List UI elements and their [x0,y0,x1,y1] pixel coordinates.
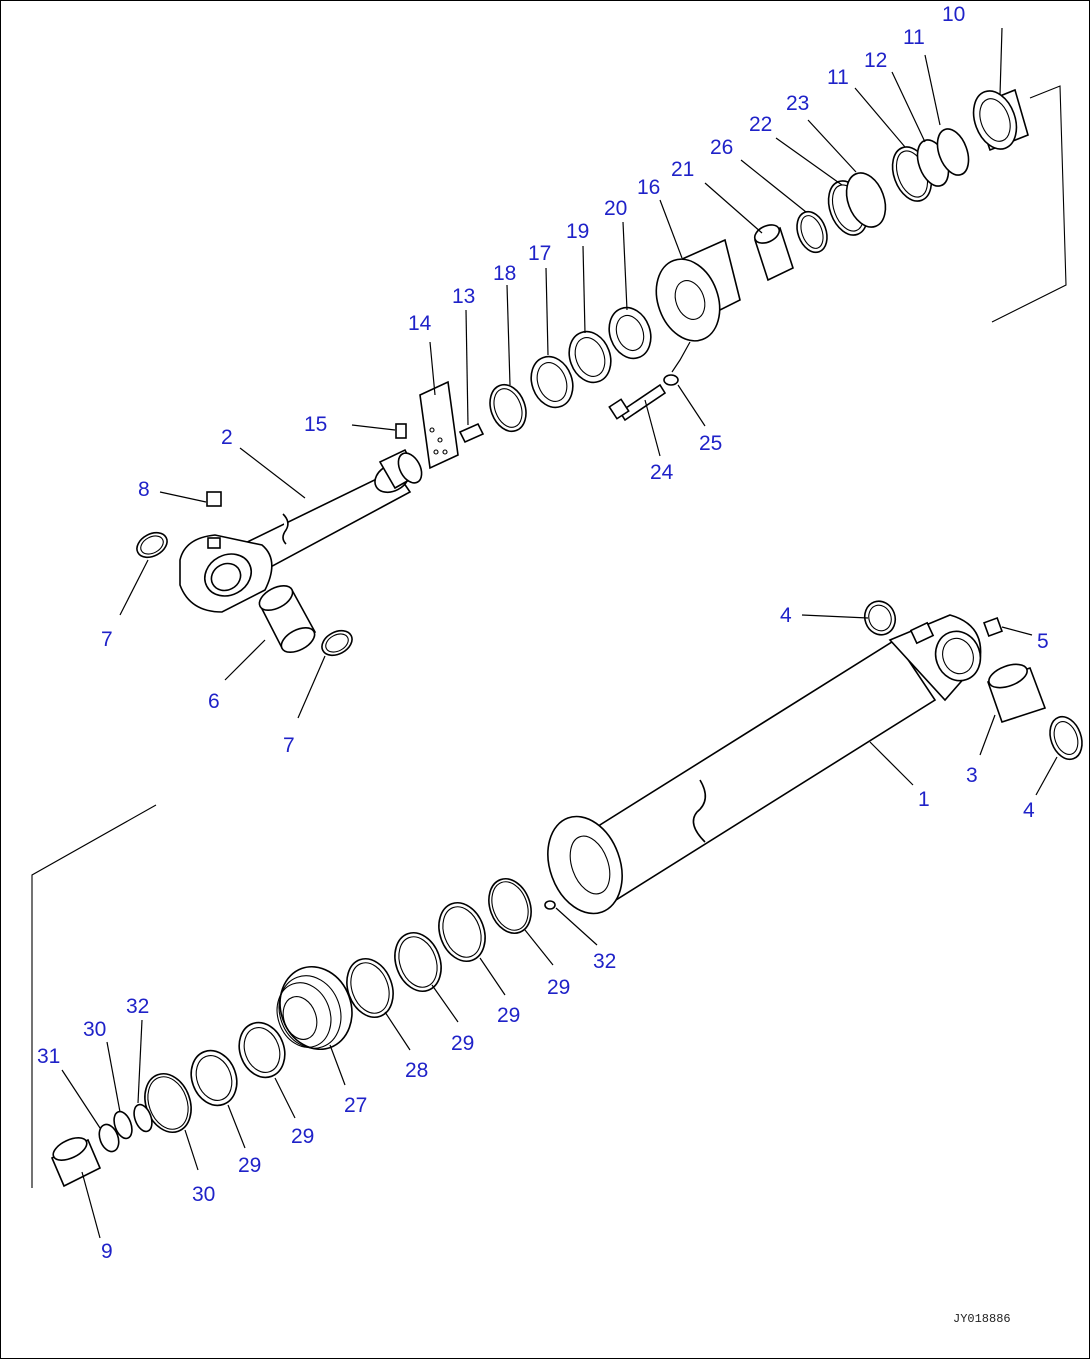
cylinder-tube[interactable] [535,614,987,924]
callout-28: 28 [405,1059,428,1082]
piston-27[interactable] [268,957,363,1060]
group-bracket-upper [991,85,1067,323]
plug-15[interactable] [395,423,407,439]
bushing-rod-end[interactable] [255,581,318,658]
callout-29-d: 29 [238,1154,261,1177]
callout-4-lower: 4 [1023,799,1035,822]
callout-29-a: 29 [497,1004,520,1027]
callout-11-right: 11 [903,26,925,49]
callout-22: 22 [749,113,772,136]
group-bracket-lower [31,804,157,1188]
set-screw-33[interactable] [544,900,556,910]
ring-30-lower[interactable] [137,1067,199,1138]
callout-19: 19 [566,220,589,243]
cylinder-head-16[interactable] [645,238,741,350]
bolt-24[interactable] [608,383,667,422]
callout-7-upper: 7 [101,628,113,651]
callout-6: 6 [208,690,220,713]
callout-29-b: 29 [451,1032,474,1055]
ring-26[interactable] [792,207,833,256]
bushing-19[interactable] [562,326,617,389]
nut-20[interactable] [602,302,657,365]
callout-32-left: 31 [37,1045,60,1068]
callout-31: 30 [83,1018,106,1041]
callout-3: 3 [966,764,978,787]
callout-23: 23 [786,92,809,115]
grease-fitting-5[interactable] [983,617,1003,637]
callout-30-upper: 29 [547,976,570,999]
piston-rod[interactable] [179,448,426,613]
ring-11-right[interactable] [932,125,975,180]
leader-lines [61,27,1058,1239]
ring-29-a[interactable] [431,896,493,967]
callout-26: 26 [710,136,733,159]
callout-20: 20 [604,197,627,220]
callout-7-lower: 7 [283,734,295,757]
callout-4-upper: 4 [780,604,792,627]
seal-ring-4-upper[interactable] [860,597,900,639]
callout-29-c: 29 [291,1125,314,1148]
callout-27: 27 [344,1094,367,1117]
callout-16: 16 [637,176,660,199]
callout-33: 32 [593,950,616,973]
ring-29-b[interactable] [387,926,449,997]
callout-14: 14 [408,312,432,335]
grease-fitting-8[interactable] [206,491,222,507]
callout-25: 25 [699,432,722,455]
seal-ring-4-lower[interactable] [1044,712,1087,764]
callout-32-right: 32 [126,995,149,1018]
bushing-3[interactable] [986,660,1047,724]
ring-32-right[interactable] [131,1102,156,1134]
callout-21: 21 [671,158,694,181]
callout-1: 1 [918,788,930,811]
ring-30-upper[interactable] [482,873,539,939]
callout-24: 24 [650,461,674,484]
callout-10: 10 [942,3,965,26]
callout-30-lower: 30 [192,1183,215,1206]
seal-ring-7-lower[interactable] [318,626,357,660]
lock-plate-14[interactable] [419,380,459,470]
callout-5: 5 [1037,630,1049,653]
ring-29-d[interactable] [184,1044,244,1112]
callout-13: 13 [452,285,475,308]
seal-ring-7-upper[interactable] [133,528,172,562]
callout-18: 18 [493,262,516,285]
ring-31[interactable] [111,1109,136,1141]
ring-23[interactable] [840,168,893,233]
bushing-21[interactable] [752,221,794,282]
ring-32-left[interactable] [96,1122,122,1154]
callout-15: 15 [304,413,327,436]
snap-ring-18[interactable] [484,380,532,437]
packing-17[interactable] [524,351,579,414]
collar-9[interactable] [50,1133,102,1188]
washer-25[interactable] [663,374,679,386]
dust-seal-10[interactable] [966,85,1029,155]
callout-17: 17 [528,242,551,265]
callout-9: 9 [101,1240,113,1263]
callout-2: 2 [221,426,233,449]
set-screw-13[interactable] [458,422,485,444]
callout-12: 12 [864,49,887,72]
callout-11-left: 11 [827,66,849,89]
callout-8: 8 [138,478,150,501]
drawing-code: JY018886 [953,1312,1011,1326]
ring-29-c[interactable] [232,1016,292,1084]
callout-labels: 1 2 3 4 4 5 6 7 7 8 9 10 11 11 12 13 14 … [37,3,1049,1326]
